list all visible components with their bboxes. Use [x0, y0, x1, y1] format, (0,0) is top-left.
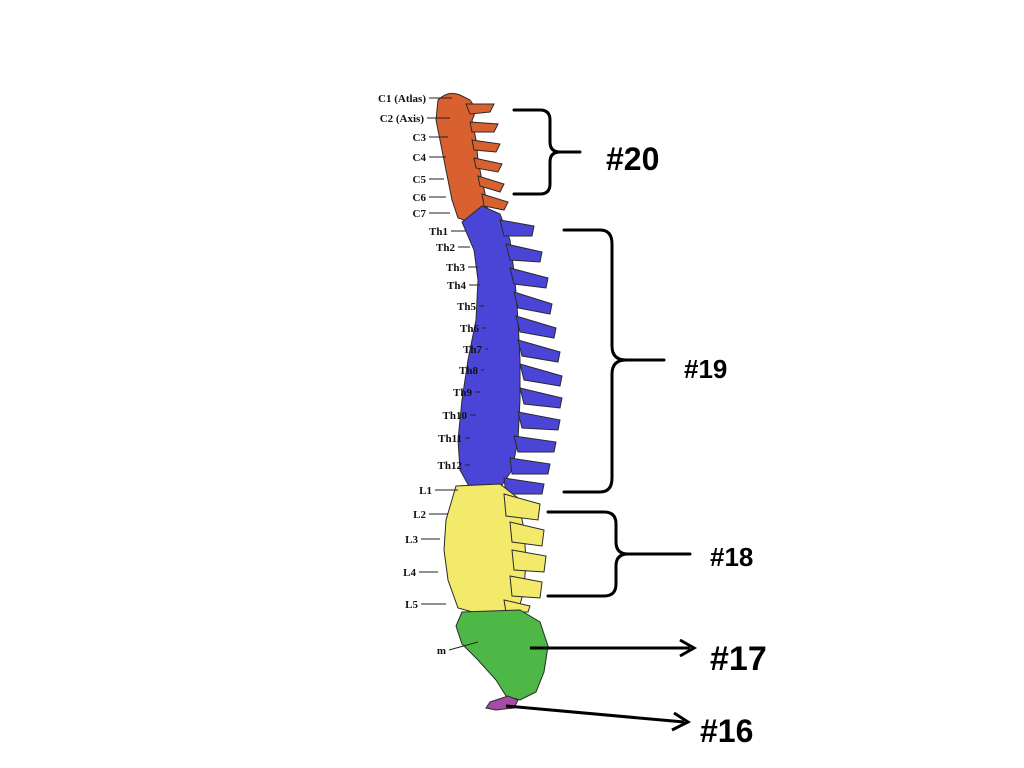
- sacrum-region: [455, 609, 549, 701]
- vertebra-label: Th4: [447, 280, 466, 292]
- cervical-brace: [512, 108, 582, 196]
- callout-sacrum: #17: [710, 640, 767, 678]
- vertebra-label: Th9: [453, 387, 472, 399]
- vertebra-label: C6: [413, 192, 427, 204]
- thoracic-region: [457, 205, 563, 495]
- vertebra-label: Th10: [443, 410, 468, 422]
- vertebra-label: C7: [413, 208, 427, 220]
- vertebra-label: C1 (Atlas): [378, 93, 426, 105]
- vertebra-label: Th5: [457, 301, 476, 313]
- vertebra-label: L5: [405, 599, 418, 611]
- vertebra-label: Th3: [446, 262, 465, 274]
- vertebra-labels: C1 (Atlas) C2 (Axis) C3C4C5C6C7Th1Th2Th3Th…: [378, 93, 488, 657]
- sacrum-arrow: [530, 638, 698, 658]
- vertebra-label: L1: [419, 485, 432, 497]
- vertebra-label: C3: [413, 132, 427, 144]
- vertebra-label: C5: [413, 174, 427, 186]
- vertebra-label: Th1: [429, 226, 448, 238]
- vertebra-label: Th7: [463, 344, 482, 356]
- vertebra-label: C2 (Axis): [380, 113, 425, 125]
- callout-thoracic: #19: [684, 354, 727, 384]
- vertebra-label: L3: [405, 534, 418, 546]
- vertebra-label: L2: [413, 509, 426, 521]
- vertebra-label: Th6: [460, 323, 479, 335]
- cervical-region: [435, 92, 509, 223]
- vertebra-label: L4: [403, 567, 416, 579]
- callout-coccyx: #16: [700, 713, 753, 749]
- lumbar-brace: [546, 510, 692, 598]
- vertebra-leader-line: [448, 641, 479, 651]
- thoracic-brace: [562, 228, 666, 494]
- callout-lumbar: #18: [710, 542, 753, 572]
- cervical-processes: [465, 103, 509, 211]
- vertebra-label: Th8: [459, 365, 478, 377]
- coccyx-arrow: [505, 704, 692, 732]
- vertebra-label: Th2: [436, 242, 455, 254]
- vertebra-label: m: [437, 645, 446, 657]
- lumbar-processes: [503, 493, 547, 613]
- vertebra-label: C4: [413, 152, 427, 164]
- thoracic-processes: [499, 219, 563, 495]
- vertebra-label: Th11: [438, 433, 462, 445]
- callout-cervical: #20: [606, 141, 659, 177]
- vertebra-label: Th12: [438, 460, 463, 472]
- lumbar-region: [443, 483, 547, 615]
